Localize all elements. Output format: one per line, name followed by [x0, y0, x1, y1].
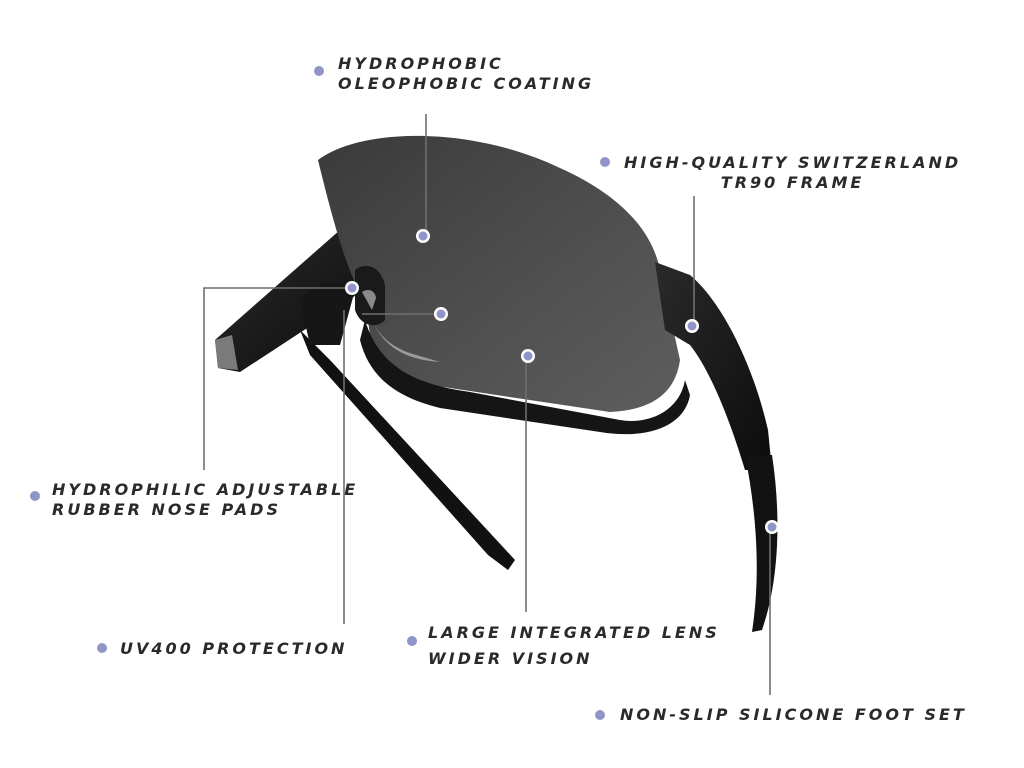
left-temple-arm — [300, 330, 515, 570]
feature-bullet-lens — [407, 636, 417, 646]
left-hinge — [215, 228, 378, 372]
anchor-dot-nose-bridge-fill — [436, 309, 446, 319]
anchor-dot-frame-fill — [687, 321, 697, 331]
feature-bullet-foot-set — [595, 710, 605, 720]
anchor-dot-foot-set-fill — [767, 522, 777, 532]
anchor-dot-lens-fill — [523, 351, 533, 361]
feature-label-nose-pads: HYDROPHILIC ADJUSTABLE RUBBER NOSE PADS — [52, 480, 359, 519]
feature-bullet-uv — [97, 643, 107, 653]
anchor-dot-coating-fill — [418, 231, 428, 241]
leader-nose-pads — [203, 287, 352, 470]
feature-label-uv: UV400 PROTECTION — [120, 639, 348, 658]
feature-label-frame: HIGH-QUALITY SWITZERLAND TR90 FRAME — [624, 153, 962, 192]
anchor-dot-nose-pads-fill — [347, 283, 357, 293]
right-frame — [655, 262, 772, 470]
feature-bullet-nose-pads — [30, 491, 40, 501]
feature-label-lens: LARGE INTEGRATED LENS WIDER VISION — [428, 623, 720, 668]
feature-bullet-frame — [600, 157, 610, 167]
feature-label-coating: HYDROPHOBIC OLEOPHOBIC COATING — [338, 54, 595, 93]
feature-label-foot-set: NON-SLIP SILICONE FOOT SET — [620, 705, 967, 724]
feature-bullet-coating — [314, 66, 324, 76]
shield-lens — [318, 135, 680, 412]
